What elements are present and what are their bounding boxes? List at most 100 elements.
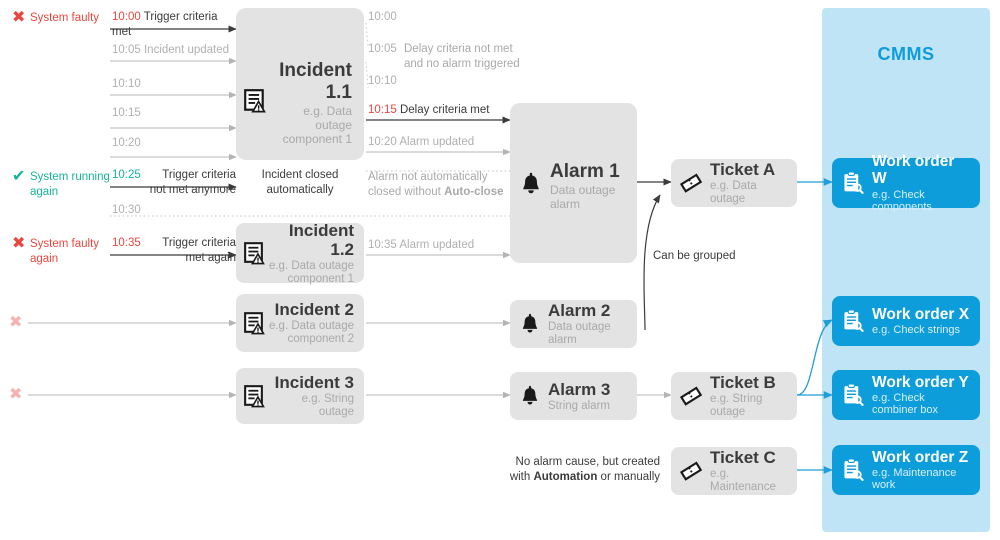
can-be-grouped-note: Can be grouped — [653, 250, 736, 262]
ticket-c-text: Ticket C e.g. Maintenance — [702, 448, 797, 494]
automation-term: Automation — [533, 470, 598, 483]
incident-3-text: Incident 3 e.g. String outage — [265, 373, 364, 419]
bell-icon — [510, 313, 540, 335]
work-order-w-subtitle: e.g. Check components — [872, 188, 932, 213]
ticket-b-box[interactable]: Ticket B e.g. String outage — [671, 372, 797, 420]
alarm-not-closed-note: Alarm not automatically closed without A… — [368, 171, 504, 198]
work-order-z-title: Work order Z — [872, 448, 969, 466]
ticket-a-subtitle: e.g. Data outage — [710, 180, 757, 206]
ticket-c-subtitle: e.g. Maintenance — [710, 468, 776, 494]
incident-1-1-title: Incident 1.1 — [279, 60, 352, 103]
incident-event-1000: 10:00 Trigger criteria met — [112, 10, 236, 40]
incident-event-1020-time: 10:20 — [112, 137, 141, 149]
work-order-w-box[interactable]: Work order W e.g. Check components — [832, 153, 980, 213]
alarm-2-title: Alarm 2 — [548, 301, 611, 321]
incident-event-1005: 10:05 Incident updated — [112, 43, 236, 58]
ticket-a-text: Ticket A e.g. Data outage — [702, 160, 797, 206]
incident-event-1025-text2: not met anymore — [149, 183, 236, 196]
alarm-event-1005: 10:05 — [368, 43, 397, 55]
alarm-timeline-arrows — [365, 22, 545, 259]
status-icon-faded-1: ✖ — [9, 314, 23, 331]
status-label-running-l1: System running — [30, 171, 110, 183]
work-order-z-box[interactable]: Work order Z e.g. Maintenance work — [832, 445, 980, 495]
incident-event-1015-time: 10:15 — [112, 107, 141, 119]
alarm-2-box[interactable]: Alarm 2 Data outage alarm — [510, 300, 637, 348]
ticket-icon — [671, 460, 702, 482]
work-order-y-text: Work order Y e.g. Check combiner box — [864, 374, 980, 417]
incident-2-box[interactable]: Incident 2 e.g. Data outage component 2 — [236, 294, 364, 352]
incident-event-1000-time: 10:00 — [112, 11, 141, 23]
ticket-c-box[interactable]: Ticket C e.g. Maintenance — [671, 447, 797, 495]
alarm-1-text: Alarm 1 Data outage alarm — [542, 161, 637, 211]
clipboard-search-icon — [832, 383, 864, 407]
work-order-y-title: Work order Y — [872, 373, 969, 391]
alarm-3-box[interactable]: Alarm 3 String alarm — [510, 372, 637, 420]
status-icon-faded-2: ✖ — [9, 386, 23, 403]
incident-3-subtitle: e.g. String outage — [301, 393, 354, 419]
work-order-y-box[interactable]: Work order Y e.g. Check combiner box — [832, 370, 980, 420]
incident-2-text: Incident 2 e.g. Data outage component 2 — [265, 300, 364, 346]
incident-2-subtitle: e.g. Data outage component 2 — [268, 320, 354, 346]
incident-event-1010-time: 10:10 — [112, 78, 141, 90]
work-order-x-box[interactable]: Work order X e.g. Check strings — [832, 296, 980, 346]
work-order-w-title: Work order W — [872, 152, 955, 188]
work-order-x-subtitle: e.g. Check strings — [872, 324, 961, 337]
ticket-icon — [671, 385, 702, 407]
incident-3-title: Incident 3 — [274, 373, 354, 393]
clipboard-search-icon — [832, 458, 864, 482]
work-order-x-text: Work order X e.g. Check strings — [864, 306, 980, 337]
cmms-panel — [822, 8, 990, 532]
ticket-b-subtitle: e.g. String outage — [710, 393, 763, 419]
incident-document-icon — [236, 384, 265, 408]
incident-1-1-subtitle: e.g. Data outage component 1 — [282, 104, 352, 147]
status-label-running: System running again — [30, 170, 112, 200]
incident-document-icon — [236, 88, 266, 118]
row-flow-arrows — [28, 319, 672, 399]
alarm-3-subtitle: String alarm — [548, 399, 610, 412]
alarm-event-1020: 10:20 Alarm updated — [368, 136, 475, 148]
incident-2-title: Incident 2 — [274, 300, 354, 320]
status-label-faulty-again-l1: System faulty — [30, 238, 100, 250]
incident-closed-note: Incident closed automatically — [261, 169, 339, 196]
work-order-w-text: Work order W e.g. Check components — [864, 153, 980, 213]
alarm-1-title: Alarm 1 — [550, 161, 620, 182]
incident-event-1025-text: Trigger criteria — [162, 169, 236, 181]
incident-event-1025: 10:25 Trigger criteria not met anymore — [112, 168, 236, 198]
incident-3-box[interactable]: Incident 3 e.g. String outage — [236, 368, 364, 424]
work-order-z-text: Work order Z e.g. Maintenance work — [864, 449, 980, 492]
ticket-c-title: Ticket C — [710, 448, 776, 468]
incident-event-1035-time: 10:35 — [112, 237, 141, 249]
incident-event-1035-text: Trigger criteria — [162, 237, 236, 249]
alarm-2-subtitle: Data outage alarm — [548, 321, 611, 347]
alarm-1-box[interactable]: Alarm 1 Data outage alarm — [510, 103, 637, 263]
status-icon-faulty-again: ✖ — [12, 235, 26, 252]
status-icon-running: ✔ — [12, 168, 26, 185]
incident-timeline-arrows — [110, 25, 237, 259]
ticket-a-box[interactable]: Ticket A e.g. Data outage — [671, 159, 797, 207]
alarm-delay-note: Delay criteria not met and no alarm trig… — [404, 43, 520, 70]
bell-icon — [510, 172, 542, 201]
bell-icon — [510, 385, 540, 407]
clipboard-search-icon — [832, 309, 864, 333]
ticketB-to-workorderX — [796, 319, 833, 396]
ticket-b-text: Ticket B e.g. String outage — [702, 373, 797, 419]
incident-event-1030-time: 10:30 — [112, 204, 141, 216]
incident-1-1-box[interactable]: Incident 1.1 e.g. Data outage component … — [236, 8, 364, 160]
auto-close-term: Auto-close — [444, 185, 504, 198]
incident-1-1-text: Incident 1.1 e.g. Data outage component … — [266, 60, 364, 146]
ticket-a-title: Ticket A — [710, 160, 776, 180]
work-order-x-title: Work order X — [872, 305, 970, 323]
alarm-event-1010: 10:10 — [368, 75, 397, 87]
incident-1-2-box[interactable]: Incident 1.2 e.g. Data outage component … — [236, 221, 364, 286]
incident-event-1035-text2: met again — [185, 251, 236, 264]
alarm2-to-ticketA-grouped — [643, 194, 661, 331]
status-label-faulty-again-l2: again — [30, 252, 59, 265]
incident-event-1000-text: Trigger criteria met — [112, 11, 218, 38]
incident-event-1010: 10:10 — [112, 77, 141, 92]
alarm-event-1035: 10:35 Alarm updated — [368, 239, 475, 251]
alarm-event-1015: 10:15 Delay criteria met — [368, 104, 490, 116]
ticket-icon — [671, 172, 702, 194]
incident-1-2-text: Incident 1.2 e.g. Data outage component … — [265, 221, 364, 286]
